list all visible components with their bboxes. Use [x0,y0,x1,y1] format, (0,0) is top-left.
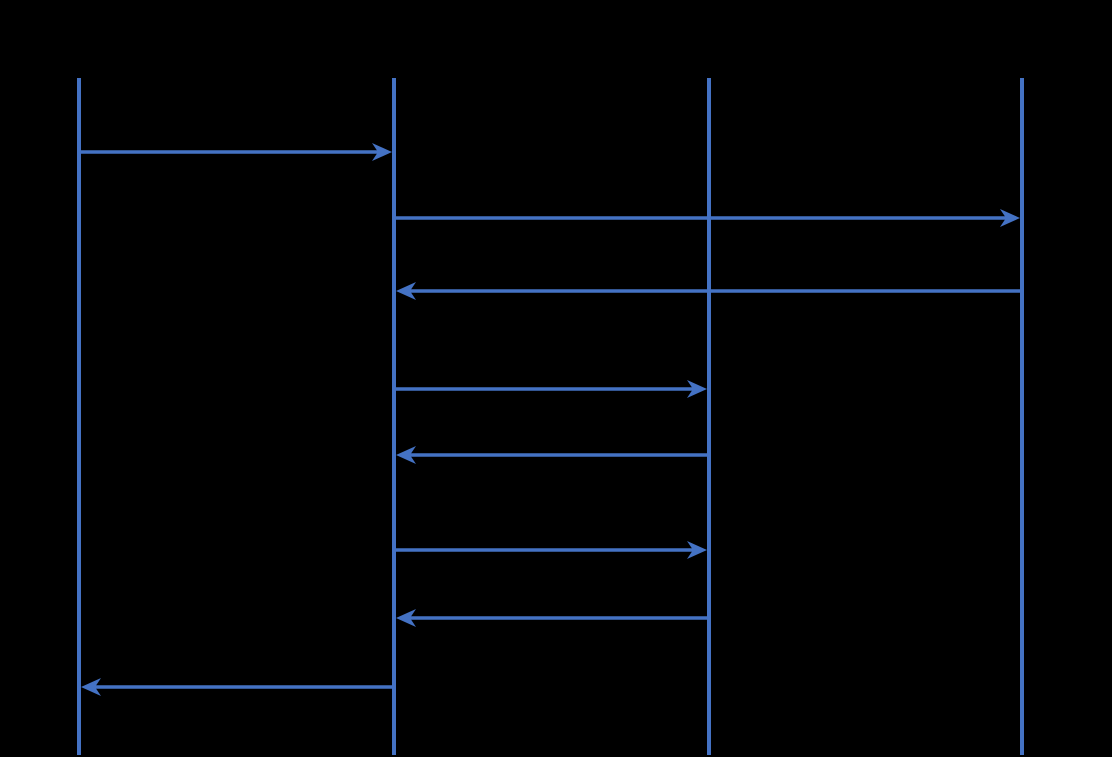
message-5-arrowhead-icon [396,446,416,464]
message-6-arrowhead-icon [687,541,707,559]
message-2-arrowhead-icon [1000,209,1020,227]
message-3-arrowhead-icon [396,282,416,300]
message-1-arrowhead-icon [372,143,392,161]
message-8-arrowhead-icon [81,678,101,696]
message-7-arrowhead-icon [396,609,416,627]
message-4-arrowhead-icon [687,380,707,398]
